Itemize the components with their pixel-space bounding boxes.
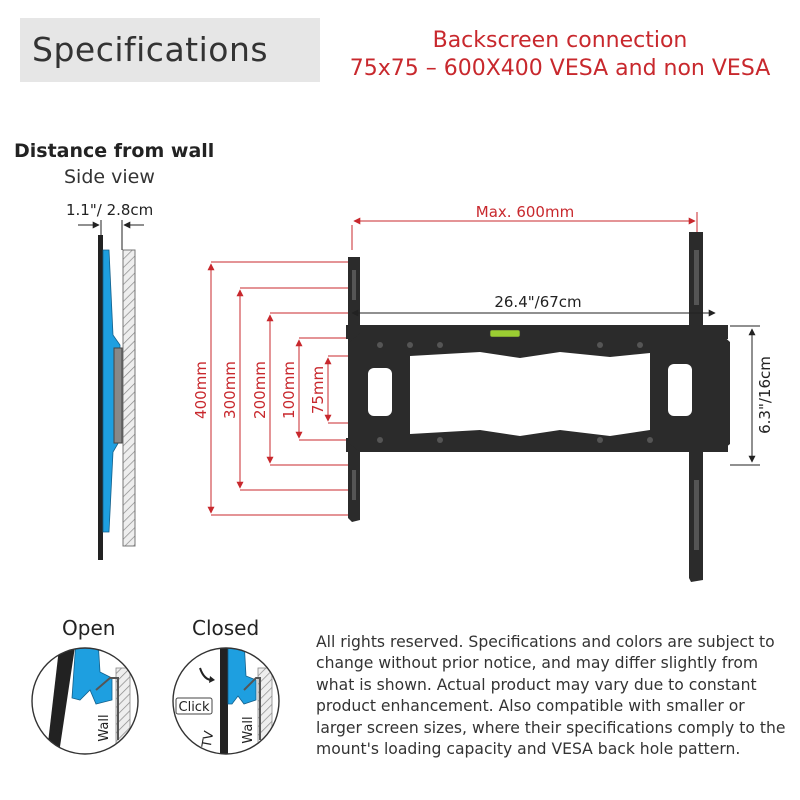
click-badge [175, 697, 213, 715]
wall-gap-label: 1.1"/ 2.8cm [66, 201, 154, 219]
open-wall-label: Wall [97, 714, 112, 741]
wall-hatch [122, 249, 136, 547]
dim-300mm: 300mm [221, 361, 239, 419]
tv-mount-bracket [346, 232, 730, 582]
closed-wall-label: Wall [241, 716, 256, 743]
open-tv-label: TV [49, 717, 68, 738]
click-label: Click [179, 700, 210, 715]
distance-from-wall-title: Distance from wall [14, 140, 215, 162]
side-view-subtitle: Side view [64, 166, 155, 188]
closed-label: Closed [192, 616, 260, 640]
open-label: Open [62, 616, 116, 640]
tv-side [98, 235, 103, 560]
side-view-diagram [78, 220, 144, 560]
disclaimer-text: All rights reserved. Specifications and … [316, 633, 786, 759]
closed-tv-label: TV [200, 730, 218, 750]
vesa-range: 75x75 – 600X400 VESA and non VESA [349, 56, 771, 81]
dim-75mm: 75mm [309, 366, 327, 414]
mount-height-label: 6.3"/16cm [756, 356, 774, 434]
dim-100mm: 100mm [280, 361, 298, 419]
dim-200mm: 200mm [251, 361, 269, 419]
dim-400mm: 400mm [192, 361, 210, 419]
bubble-level [489, 329, 521, 338]
max-width-label: Max. 600mm [476, 203, 574, 221]
mount-width-label: 26.4"/67cm [494, 293, 581, 311]
lock-open-diagram: TV Wall [31, 647, 139, 755]
vesa-heading: Backscreen connection [432, 28, 688, 53]
page-title: Specifications [32, 30, 269, 69]
wall-plate [113, 347, 123, 444]
lock-closed-diagram: Click TV Wall [172, 647, 280, 755]
specifications-banner [20, 18, 320, 82]
